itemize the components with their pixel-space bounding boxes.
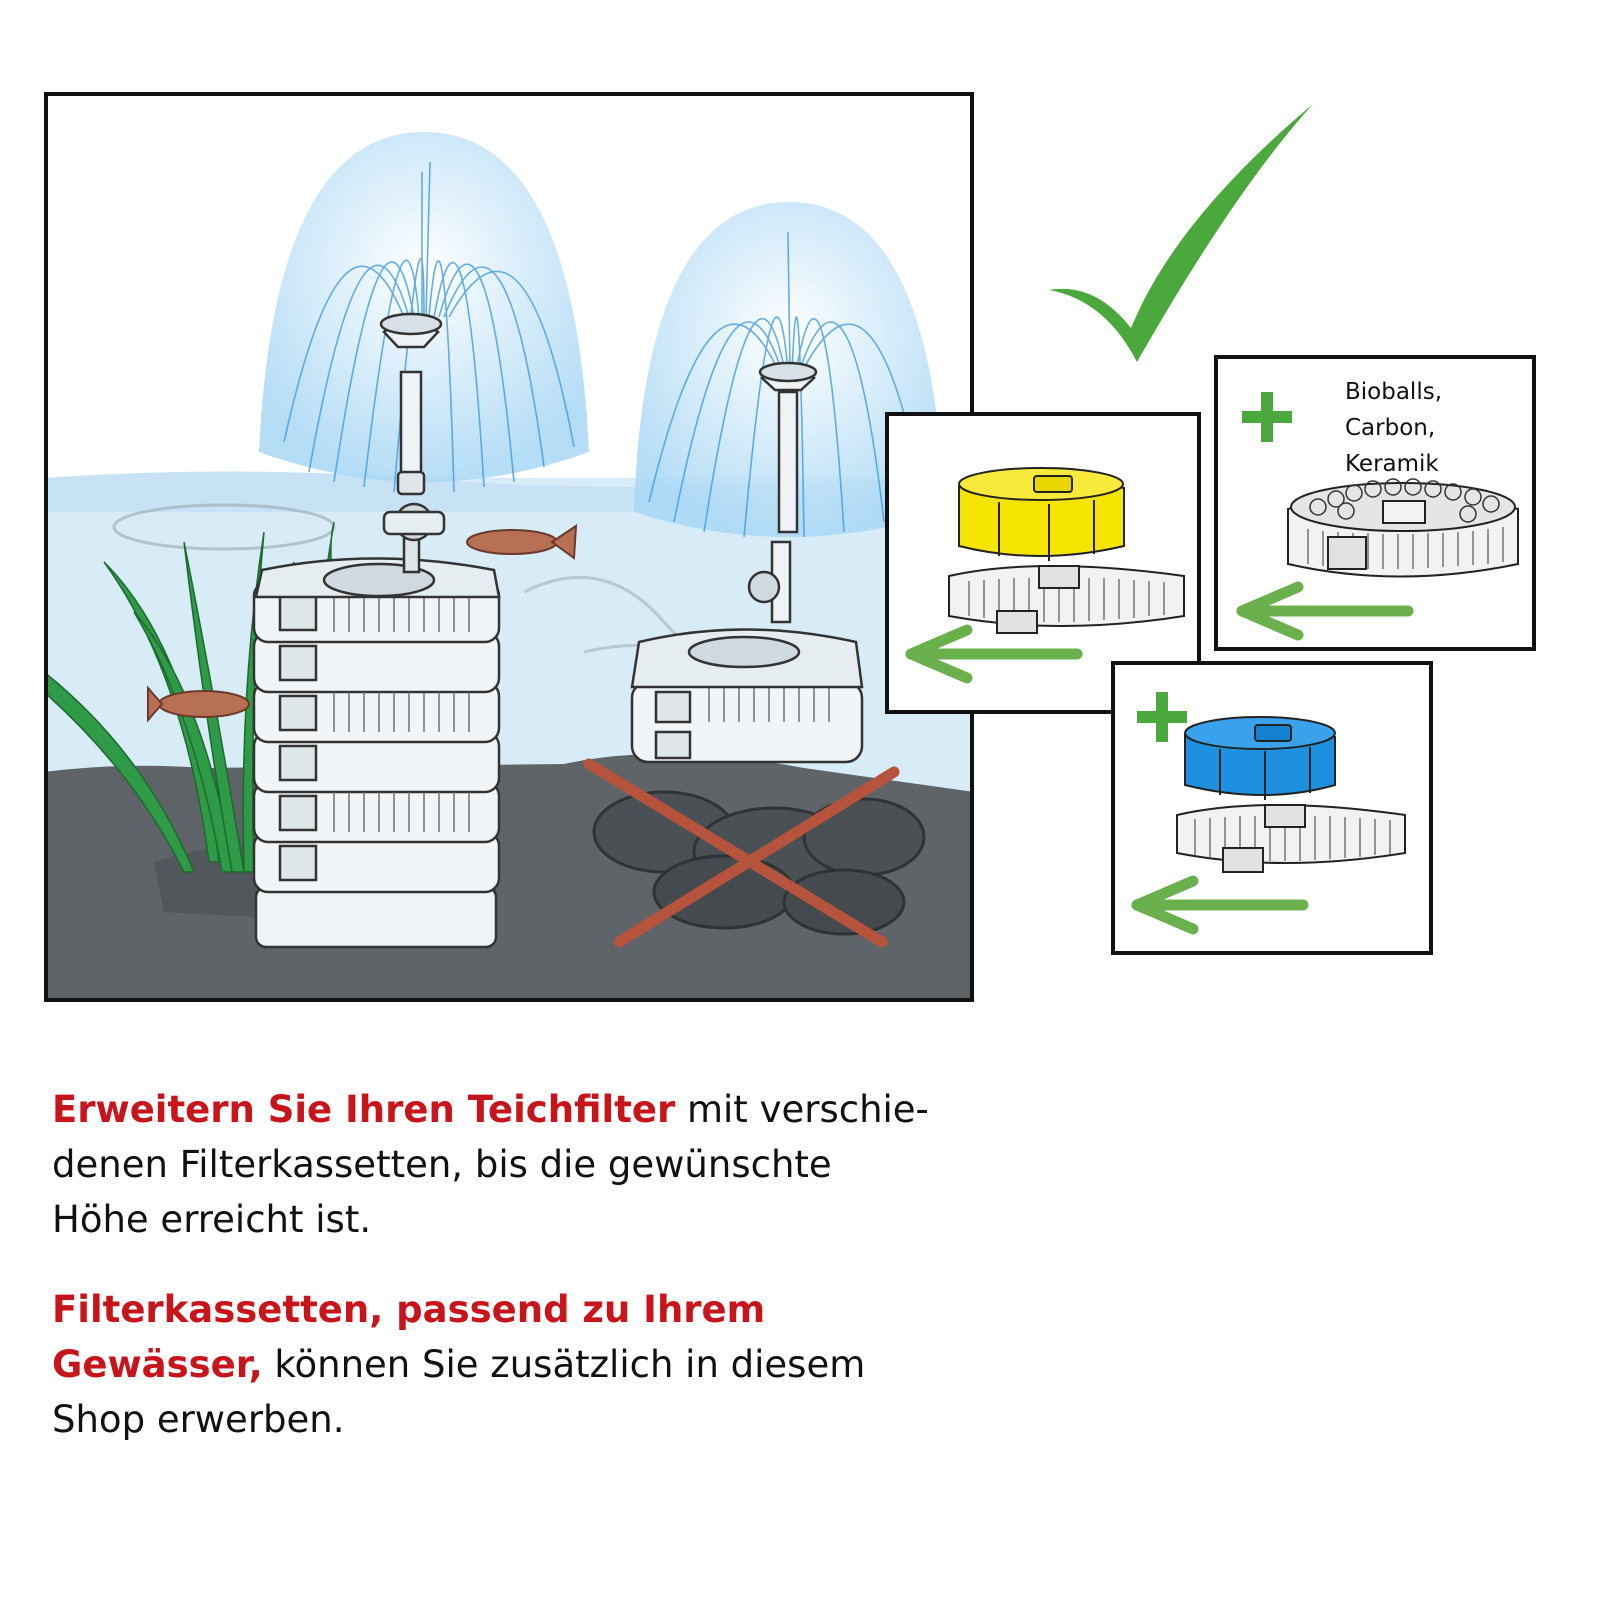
arrow-left-icon [1131, 875, 1309, 935]
panel-blue-foam [1111, 661, 1433, 955]
checkmark-icon [1045, 100, 1315, 365]
short-filter [630, 361, 864, 764]
stones [592, 790, 926, 936]
yellow-foam-cassette [958, 467, 1125, 561]
fish-lower [147, 685, 250, 723]
media-label-carbon: Carbon, [1345, 415, 1436, 441]
plus-icon [1242, 392, 1292, 442]
arrow-left-icon [905, 624, 1083, 684]
arrow-left-icon [1236, 581, 1414, 641]
description-paragraph-1: Erweitern Sie Ihren Teichfilter mit vers… [52, 1082, 932, 1247]
para1-text: mit verschie-denen Filterkassetten, bis … [52, 1088, 929, 1241]
cassette-tray [948, 565, 1185, 634]
bio-media-label: Bioballs, Carbon, Keramik [1345, 374, 1442, 482]
blue-foam-cassette [1184, 716, 1336, 800]
pond-illustration [44, 92, 974, 1002]
cassette-tray [1176, 804, 1406, 873]
pond-scene [44, 92, 974, 1002]
para2-highlight: Filterkassetten, passend zu Ihrem Gewäss… [52, 1288, 766, 1386]
cross-icon [583, 758, 900, 948]
panel-bio-media [1214, 355, 1536, 651]
para2-text: können Sie zusätzlich in diesem Shop erw… [52, 1343, 866, 1441]
plus-icon [1137, 692, 1187, 742]
bio-media-tray [1287, 478, 1519, 578]
media-label-keramik: Keramik [1345, 451, 1439, 477]
para1-highlight: Erweitern Sie Ihren Teichfilter [52, 1088, 676, 1131]
media-label-bioballs: Bioballs, [1345, 379, 1443, 405]
tall-filter [252, 312, 501, 949]
description-paragraph-2: Filterkassetten, passend zu Ihrem Gewäss… [52, 1282, 932, 1447]
fish-upper [466, 524, 578, 560]
